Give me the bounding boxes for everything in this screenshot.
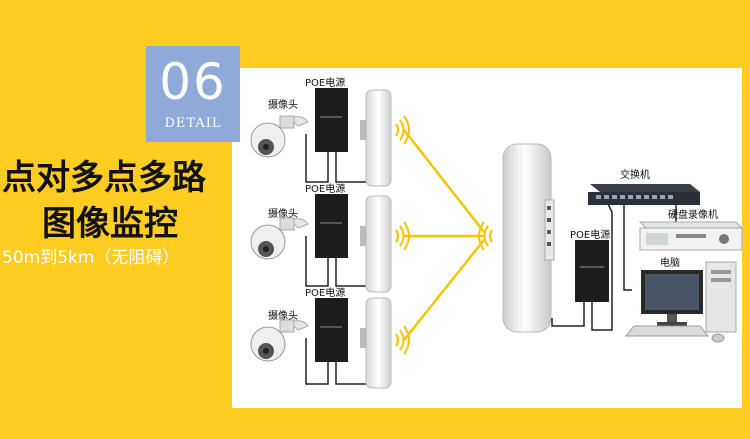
camera-3-icon xyxy=(250,319,309,362)
poe-injector-3-icon xyxy=(315,298,348,362)
heading-line-1: 点对多点多路 xyxy=(2,158,206,198)
camera-label-1: 摄像头 xyxy=(268,100,298,111)
section-badge: 06 DETAIL xyxy=(146,46,240,142)
switch-label: 交换机 xyxy=(620,170,650,181)
heading-subtitle: 50m到5km（无阻碍） xyxy=(2,248,180,268)
poe-label-1: POE电源 xyxy=(305,78,346,89)
poe-injector-4-icon xyxy=(575,240,609,302)
poe-label-3: POE电源 xyxy=(305,288,346,299)
camera-unit-1 xyxy=(250,88,410,187)
camera-1-icon xyxy=(250,115,309,158)
signal-3-icon xyxy=(395,325,410,355)
wireless-link-1 xyxy=(403,129,485,233)
camera-unit-2 xyxy=(250,194,410,293)
camera-unit-3 xyxy=(250,297,410,389)
signal-1-icon xyxy=(395,115,410,145)
camera-label-2: 摄像头 xyxy=(268,209,298,220)
computer-icon xyxy=(624,261,737,343)
poe-label-4: POE电源 xyxy=(570,230,611,241)
wireless-link-3 xyxy=(403,239,485,341)
heading-line-2: 图像监控 xyxy=(42,204,178,244)
base-antenna-icon xyxy=(502,143,555,333)
switch-icon xyxy=(588,184,700,205)
computer-label: 电脑 xyxy=(660,258,680,269)
poe-injector-2-icon xyxy=(315,194,348,258)
nvr-icon xyxy=(638,221,744,251)
nvr-label: 硬盘录像机 xyxy=(668,210,718,221)
poe-label-2: POE电源 xyxy=(305,184,346,195)
cpe-antenna-3-icon xyxy=(360,297,392,389)
poe-injector-1-icon xyxy=(315,88,348,152)
receiver-signal-icon xyxy=(478,221,493,251)
cpe-antenna-2-icon xyxy=(360,195,392,293)
wireless-links xyxy=(403,129,485,341)
base-station xyxy=(478,143,613,333)
camera-label-3: 摄像头 xyxy=(268,311,298,322)
section-number: 06 xyxy=(159,53,227,111)
signal-2-icon xyxy=(395,221,410,251)
camera-2-icon xyxy=(250,217,309,260)
section-detail-label: DETAIL xyxy=(164,116,222,131)
cpe-antenna-1-icon xyxy=(360,89,392,187)
